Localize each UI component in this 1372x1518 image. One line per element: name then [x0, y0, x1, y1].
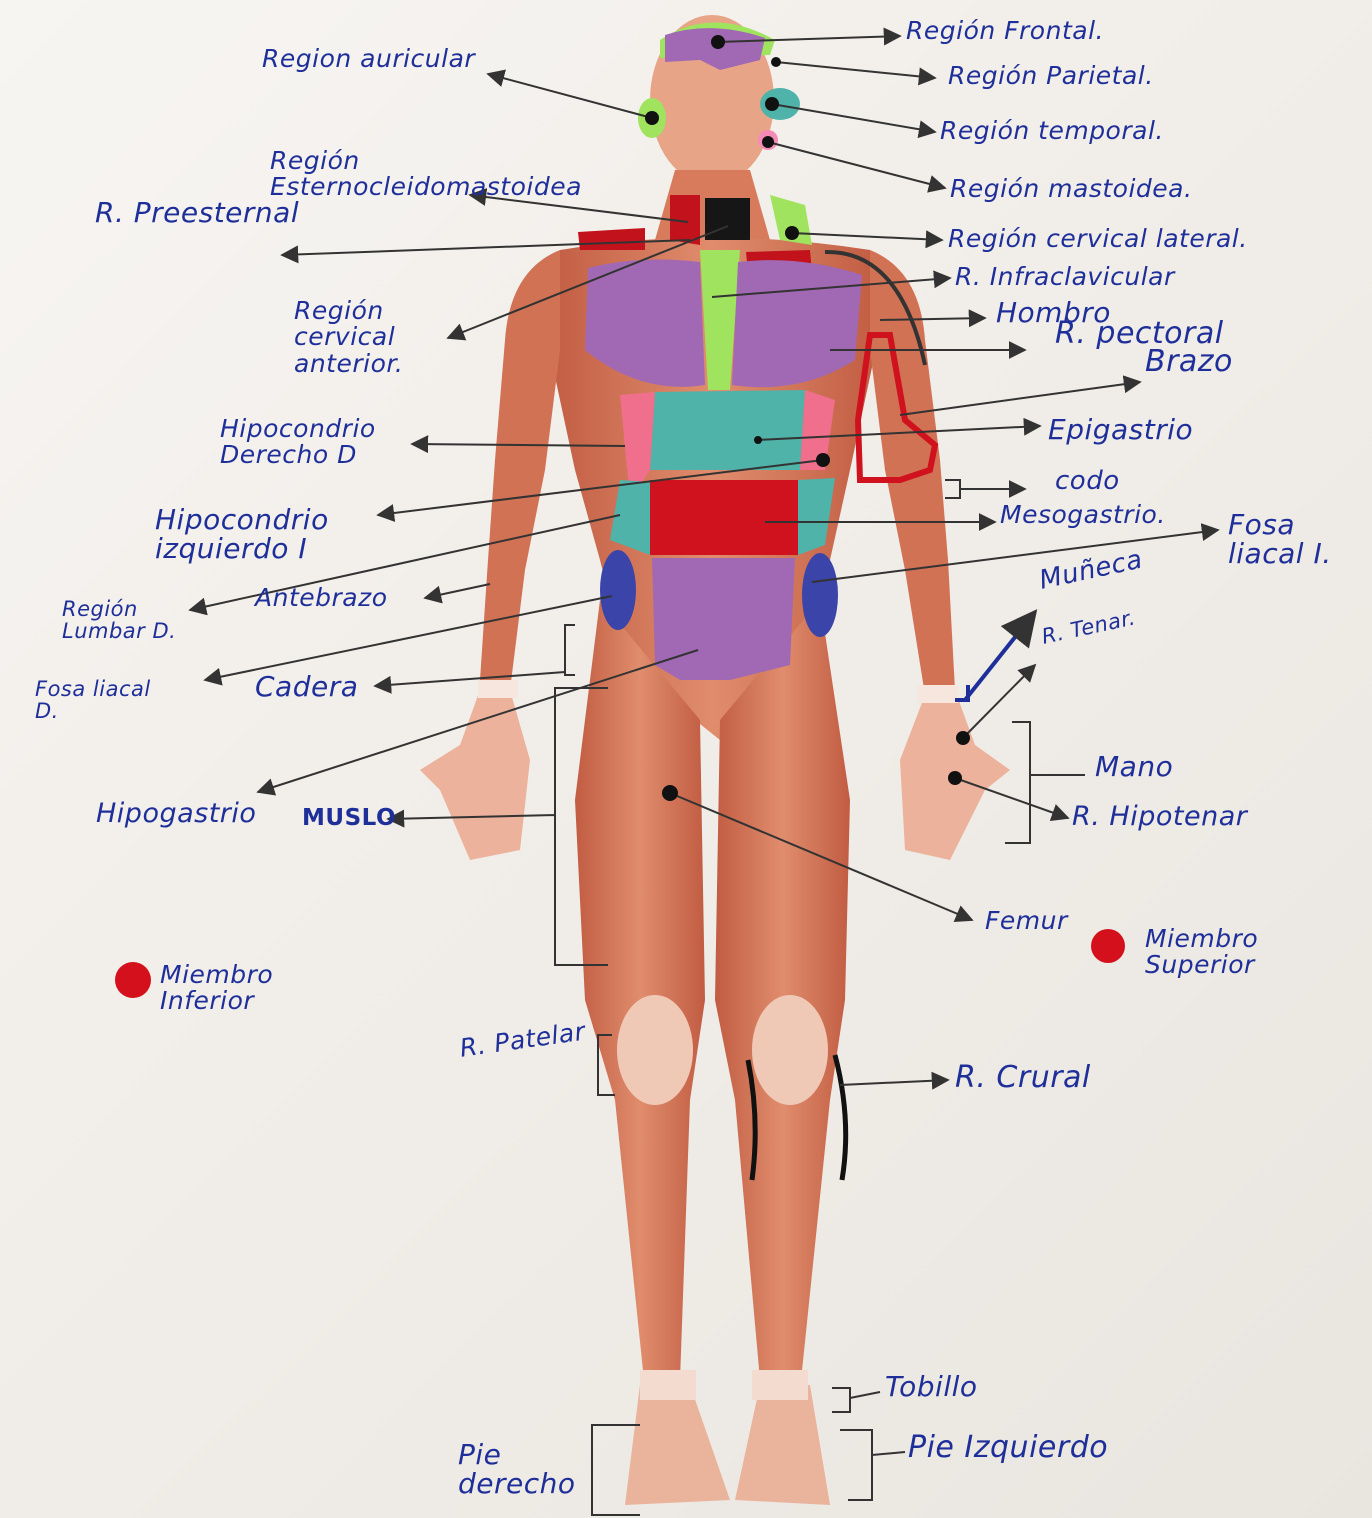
- arrow-cadera: [375, 625, 575, 686]
- label-hipocondrio-izquierdo: Hipocondrio izquierdo I: [155, 505, 355, 564]
- label-fosa-iliaca-i: Fosa liacal I.: [1228, 510, 1368, 569]
- arrow-auricular: [488, 74, 652, 118]
- label-region-cervical-anterior: Región cervical anterior.: [294, 298, 454, 377]
- region-cervical-anterior: [705, 198, 750, 240]
- ankle-band-left: [752, 1370, 808, 1400]
- foot-right: [625, 1385, 730, 1505]
- label-pie-derecho: Pie derecho: [458, 1440, 598, 1499]
- region-fosa-iliaca-i: [802, 553, 838, 637]
- arrow-brazo: [900, 382, 1140, 415]
- foot-left: [735, 1385, 830, 1505]
- arrow-temporal: [772, 104, 935, 132]
- label-cadera: Cadera: [255, 672, 358, 701]
- label-brazo: Brazo: [1145, 346, 1233, 378]
- ankle-band-right: [640, 1370, 696, 1400]
- region-hipogastrio: [652, 558, 795, 680]
- arrow-fosa-iliaca-i: [812, 530, 1218, 582]
- label-region-lumbar: Región Lumbar D.: [62, 598, 212, 642]
- region-mesogastrio: [650, 480, 798, 555]
- label-antebrazo: Antebrazo: [255, 585, 388, 611]
- arrow-crural: [840, 1080, 948, 1085]
- arrow-cervical-lateral: [792, 233, 942, 240]
- label-tobillo: Tobillo: [885, 1372, 978, 1401]
- label-femur: Femur: [985, 908, 1068, 934]
- arrow-tenar: [963, 665, 1035, 738]
- label-hipocondrio-derecho: Hipocondrio Derecho D: [220, 416, 390, 469]
- leg-left: [715, 600, 850, 1390]
- label-crural: R. Crural: [955, 1062, 1091, 1094]
- knee-left: [752, 995, 828, 1105]
- region-crural-mark-right: [835, 1055, 846, 1180]
- label-mesogastrio: Mesogastrio.: [1000, 502, 1166, 528]
- wrist-band-right: [478, 680, 518, 698]
- label-hipotenar: R. Hipotenar: [1072, 803, 1247, 831]
- region-epigastrio: [650, 390, 805, 470]
- label-preesternal: R. Preesternal: [95, 198, 299, 227]
- label-infraclavicular: R. Infraclavicular: [955, 264, 1175, 290]
- arrow-muneca: [955, 612, 1035, 700]
- wrist-band-left: [918, 685, 958, 703]
- label-fosa-iliaca-d: Fosa liacal D.: [35, 678, 165, 722]
- arrow-parietal: [776, 62, 935, 78]
- region-fosa-iliaca-d: [600, 550, 636, 630]
- legend-dot-inferior: [115, 962, 151, 998]
- label-miembro-inferior: Miembro Inferior: [160, 962, 300, 1015]
- label-mano: Mano: [1095, 752, 1173, 781]
- label-codo: codo: [1055, 468, 1120, 495]
- label-region-frontal: Región Frontal.: [906, 18, 1104, 44]
- label-region-parietal: Región Parietal.: [948, 63, 1154, 89]
- label-region-cervical-lateral: Región cervical lateral.: [948, 226, 1248, 252]
- label-pie-izquierdo: Pie Izquierdo: [908, 1432, 1108, 1464]
- region-preesternal: [578, 228, 645, 250]
- label-region-esternocleidomastoidea: Región Esternocleidomastoidea: [270, 148, 590, 201]
- label-region-mastoidea: Región mastoidea.: [950, 176, 1192, 202]
- label-muslo: MUSLO: [302, 806, 396, 830]
- leg-right: [575, 600, 705, 1390]
- arm-left: [870, 250, 955, 695]
- arrow-mastoidea: [768, 142, 945, 188]
- label-region-temporal: Región temporal.: [940, 118, 1164, 144]
- arrow-antebrazo: [425, 584, 490, 598]
- arm-right: [480, 250, 560, 690]
- label-miembro-superior: Miembro Superior: [1145, 926, 1305, 979]
- knee-right: [617, 995, 693, 1105]
- arrow-codo: [945, 480, 1025, 498]
- bracket-tobillo: [832, 1388, 880, 1412]
- legend-dot-superior: [1091, 929, 1125, 963]
- label-hipogastrio: Hipogastrio: [96, 800, 256, 828]
- bracket-pie-izquierdo: [840, 1430, 905, 1500]
- hand-right: [420, 690, 530, 860]
- label-region-auricular: Region auricular: [262, 46, 475, 72]
- label-epigastrio: Epigastrio: [1048, 415, 1193, 444]
